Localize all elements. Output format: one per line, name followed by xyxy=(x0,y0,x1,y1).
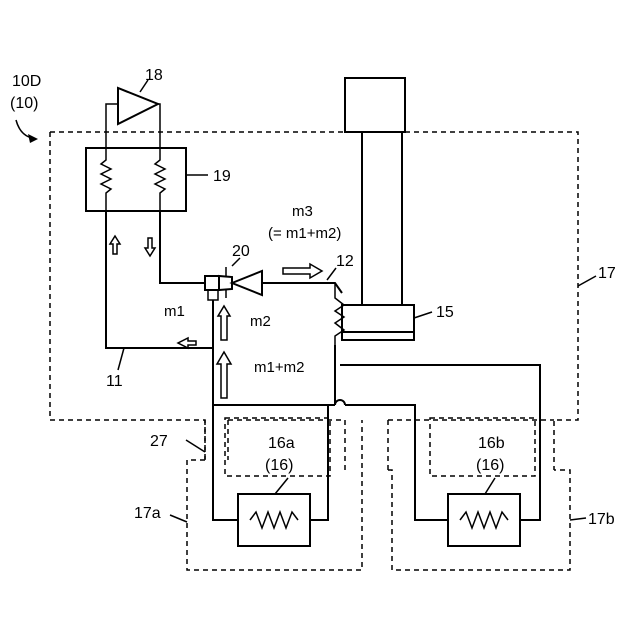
device-15-body xyxy=(342,305,414,332)
label-11: 11 xyxy=(106,373,123,390)
heater-16b-body xyxy=(448,494,520,546)
label-16a: 16a xyxy=(268,435,295,452)
label-12: 12 xyxy=(336,253,354,270)
leader-27 xyxy=(186,440,205,452)
leader-15 xyxy=(414,312,432,318)
heater-16b-leader xyxy=(485,478,495,494)
flow-arrow-up-left xyxy=(110,236,120,254)
leader-17 xyxy=(578,276,596,286)
device-column xyxy=(362,132,402,305)
label-16a-paren: (16) xyxy=(265,457,293,474)
leader-17b xyxy=(570,518,586,520)
flow-arrow-m1m2 xyxy=(217,352,231,398)
label-17: 17 xyxy=(598,265,616,282)
leader-12 xyxy=(327,268,336,280)
label-m3-formula: (= m1+m2) xyxy=(268,225,341,242)
label-18: 18 xyxy=(145,67,163,84)
pump-18 xyxy=(118,88,158,124)
label-10d: 10D xyxy=(12,73,41,90)
flow-arrow-m1 xyxy=(178,338,196,348)
label-17b: 17b xyxy=(588,511,615,528)
label-16b: 16b xyxy=(478,435,505,452)
heat-exchanger-19 xyxy=(86,148,186,211)
label-20: 20 xyxy=(232,243,250,260)
leader-11 xyxy=(118,348,124,370)
leader-10d-arrowhead xyxy=(28,134,38,143)
leader-17a xyxy=(170,515,187,522)
label-27: 27 xyxy=(150,433,168,450)
label-m3: m3 xyxy=(292,203,313,220)
pipe-12-outlet xyxy=(262,283,342,293)
flow-arrow-m3 xyxy=(283,264,322,278)
label-m1: m1 xyxy=(164,303,185,320)
pipe-crossover xyxy=(335,400,345,405)
device-top-block xyxy=(345,78,405,132)
label-19: 19 xyxy=(213,168,231,185)
flow-arrow-down-hx xyxy=(145,238,155,256)
label-m1m2: m1+m2 xyxy=(254,359,304,376)
label-17a: 17a xyxy=(134,505,161,522)
heater-16a-leader xyxy=(275,478,288,494)
device-15-base xyxy=(342,332,414,340)
label-16b-paren: (16) xyxy=(476,457,504,474)
label-10: (10) xyxy=(10,95,38,112)
label-15: 15 xyxy=(436,304,454,321)
pipe-hx-to-ejector xyxy=(160,211,205,283)
label-m2: m2 xyxy=(250,313,271,330)
flow-arrow-m2 xyxy=(218,306,230,340)
ejector-20 xyxy=(205,267,262,300)
heater-16a-body xyxy=(238,494,310,546)
